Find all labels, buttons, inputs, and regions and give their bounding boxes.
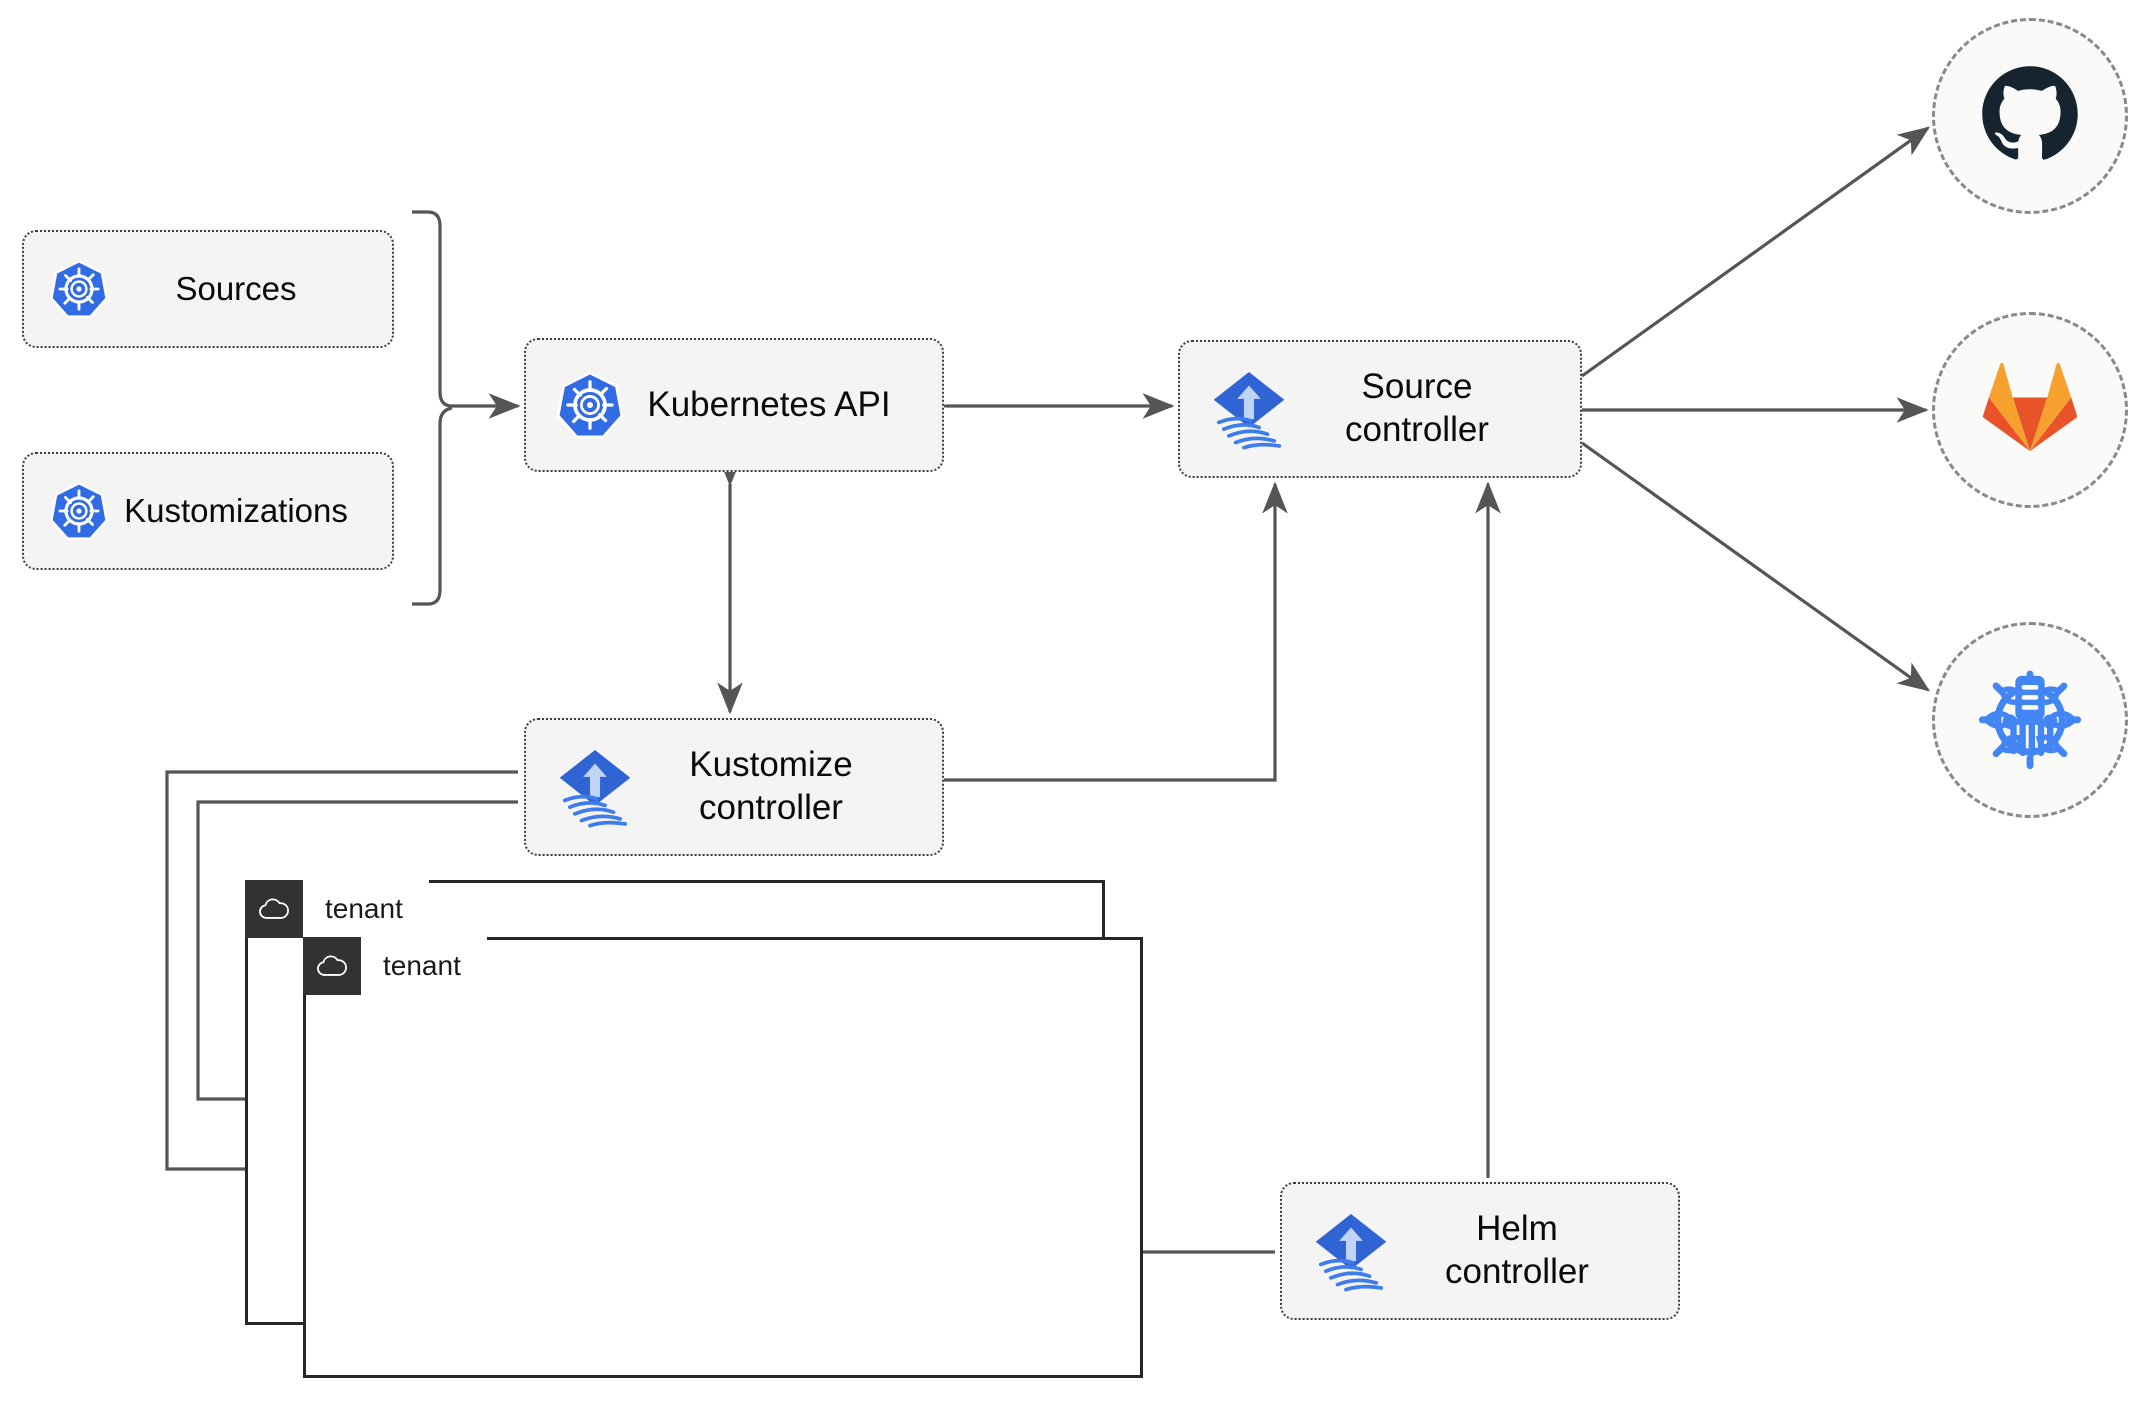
edge-bracket-bottom [412, 424, 442, 606]
node-source-controller[interactable]: Source controller [1178, 340, 1582, 478]
tenant-outer-tab: tenant [245, 880, 429, 938]
tenant-inner-tab: tenant [303, 937, 487, 995]
node-label: Sources [175, 269, 297, 307]
cloud-icon [303, 937, 361, 995]
github-icon [1978, 62, 2082, 171]
cloud-icon [245, 880, 303, 938]
node-kustomizations[interactable]: Kustomizations [22, 452, 394, 570]
provider-gitlab[interactable] [1932, 312, 2128, 508]
gitlab-icon [1982, 362, 2078, 459]
node-label: Source controller [1345, 367, 1489, 449]
flux-icon [1308, 1208, 1394, 1294]
node-label: Helm controller [1445, 1209, 1589, 1291]
edge-bracket-join [438, 406, 453, 425]
tenant-outer-label: tenant [325, 893, 403, 924]
kubernetes-icon [552, 367, 628, 443]
node-label: Kustomizations [124, 491, 348, 529]
edge-sourcectrl-helmrepo [1581, 441, 1931, 692]
flux-icon [552, 744, 638, 830]
node-helm-controller[interactable]: Helm controller [1280, 1182, 1680, 1320]
helm-repository-icon [1975, 663, 2085, 778]
edge-bracket-to-k8s-api [438, 391, 521, 419]
edge-bracket-top [412, 210, 442, 392]
node-sources[interactable]: Sources [22, 230, 394, 348]
edge-sourcectrl-github [1581, 126, 1931, 378]
node-label: Kubernetes API [647, 384, 891, 424]
provider-github[interactable] [1932, 18, 2128, 214]
provider-helm-repository[interactable] [1932, 622, 2128, 818]
kubernetes-icon [46, 256, 112, 322]
node-label: Kustomize controller [689, 745, 853, 827]
edge-kustomizectrl-sourcectrl [940, 481, 1288, 782]
kubernetes-icon [46, 478, 112, 544]
flux-icon [1206, 366, 1292, 452]
tenant-inner[interactable]: tenant [303, 937, 1143, 1378]
node-kubernetes-api[interactable]: Kubernetes API [524, 338, 944, 472]
tenant-inner-label: tenant [383, 950, 461, 981]
node-kustomize-controller[interactable]: Kustomize controller [524, 718, 944, 856]
